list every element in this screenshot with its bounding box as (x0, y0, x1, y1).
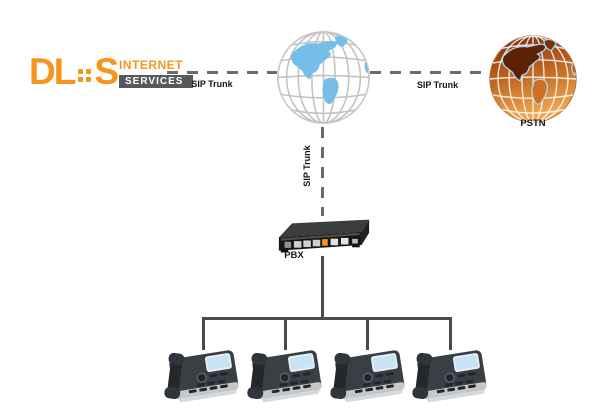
ip-phone-icon (326, 341, 407, 404)
link-bus-phone-4 (449, 317, 452, 350)
logo-brand-suffix: S (94, 51, 119, 92)
ip-phone-icon (160, 341, 241, 404)
dls-logo-brand: DL S (29, 51, 119, 92)
ip-phone-icon (243, 341, 324, 404)
link-internet-pbx-label: SIP Trunk (302, 145, 312, 187)
pstn-label: PSTN (520, 118, 546, 129)
link-internet-pstn-label: SIP Trunk (416, 80, 459, 90)
dls-logo-tagline: INTERNET SERVICES (119, 58, 194, 89)
logo-tagline-bottom: SERVICES (119, 75, 194, 88)
link-bus-phone-3 (366, 317, 369, 350)
ip-phone-icon (408, 341, 489, 404)
logo-tagline-top: INTERNET (119, 58, 184, 72)
phone-bus-line (202, 317, 452, 320)
dls-logo: DL S INTERNET SERVICES (29, 51, 194, 92)
pstn-globe-icon (487, 33, 579, 125)
logo-brand-prefix: DL (29, 51, 76, 92)
internet-globe-icon (275, 29, 372, 126)
link-internet-pstn (370, 71, 490, 74)
link-bus-phone-1 (202, 317, 205, 350)
link-provider-internet (167, 71, 277, 74)
link-bus-phone-2 (284, 317, 287, 350)
pbx-label: PBX (284, 250, 304, 261)
link-provider-internet-label: SIP Trunk (191, 79, 233, 89)
link-pbx-bus (321, 256, 324, 319)
logo-dots-icon (78, 68, 92, 82)
link-internet-pbx (321, 127, 324, 216)
